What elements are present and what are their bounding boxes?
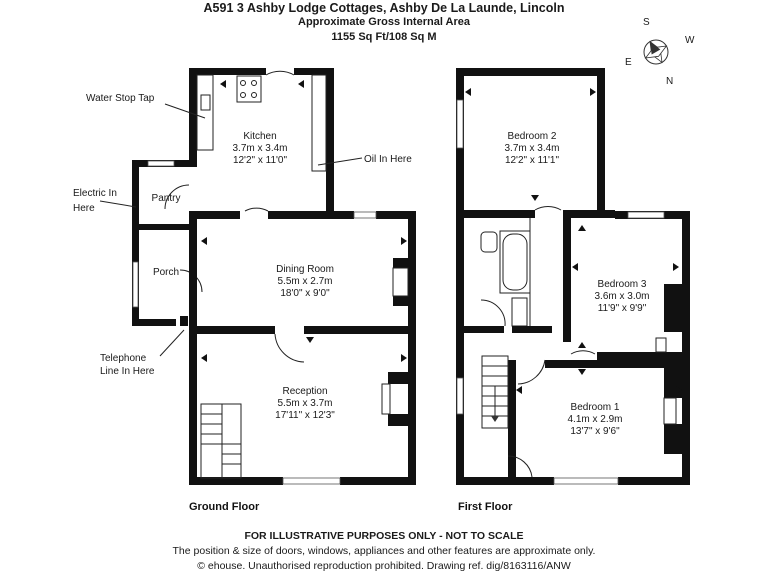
ground-floor-label: Ground Floor bbox=[189, 501, 260, 513]
compass-rose: S W E N bbox=[625, 17, 695, 87]
ground-floor-plan bbox=[99, 68, 416, 485]
copyright-note: © ehouse. Unauthorised reproduction proh… bbox=[197, 560, 571, 572]
water-stop-tap-label: Water Stop Tap bbox=[86, 93, 155, 104]
dining-room-name: Dining Room bbox=[276, 264, 334, 275]
telephone-line-label: Line In Here bbox=[100, 366, 155, 377]
pantry-name: Pantry bbox=[152, 193, 181, 204]
area-label: Approximate Gross Internal Area bbox=[298, 16, 470, 28]
reception-imperial: 17'11" x 12'3" bbox=[275, 410, 335, 421]
disclaimer: FOR ILLUSTRATIVE PURPOSES ONLY - NOT TO … bbox=[244, 530, 524, 542]
bedroom3-metric: 3.6m x 3.0m bbox=[594, 291, 649, 302]
compass-w: W bbox=[685, 35, 695, 46]
bedroom3-imperial: 11'9" x 9'9" bbox=[598, 303, 647, 314]
first-stairs bbox=[481, 355, 509, 429]
electric-here-label: Here bbox=[73, 203, 95, 214]
oil-in-here-label: Oil In Here bbox=[364, 154, 412, 165]
bedroom3-name: Bedroom 3 bbox=[598, 279, 647, 290]
ground-stairs bbox=[200, 403, 242, 479]
bedroom1-metric: 4.1m x 2.9m bbox=[567, 414, 622, 425]
dining-room-imperial: 18'0" x 9'0" bbox=[280, 288, 330, 299]
bedroom2-metric: 3.7m x 3.4m bbox=[504, 143, 559, 154]
reception-name: Reception bbox=[282, 386, 327, 397]
bedroom1-imperial: 13'7" x 9'6" bbox=[570, 426, 620, 437]
porch-name: Porch bbox=[153, 267, 179, 278]
plan-title: A591 3 Ashby Lodge Cottages, Ashby De La… bbox=[203, 1, 565, 15]
approximation-note: The position & size of doors, windows, a… bbox=[172, 545, 596, 557]
telephone-label: Telephone bbox=[100, 353, 147, 364]
bedroom1-name: Bedroom 1 bbox=[571, 402, 620, 413]
kitchen-name: Kitchen bbox=[243, 131, 276, 142]
dining-room-metric: 5.5m x 2.7m bbox=[277, 276, 332, 287]
kitchen-metric: 3.7m x 3.4m bbox=[232, 143, 287, 154]
compass-s: S bbox=[643, 17, 650, 28]
first-floor-plan bbox=[456, 68, 690, 485]
bedroom2-imperial: 12'2" x 11'1" bbox=[505, 155, 560, 166]
reception-metric: 5.5m x 3.7m bbox=[277, 398, 332, 409]
kitchen-imperial: 12'2" x 11'0" bbox=[233, 155, 288, 166]
compass-n: N bbox=[666, 76, 673, 87]
electric-in-label: Electric In bbox=[73, 188, 117, 199]
first-floor-label: First Floor bbox=[458, 501, 513, 513]
bedroom2-name: Bedroom 2 bbox=[508, 131, 557, 142]
area-value: 1155 Sq Ft/108 Sq M bbox=[331, 31, 437, 43]
compass-e: E bbox=[625, 57, 632, 68]
